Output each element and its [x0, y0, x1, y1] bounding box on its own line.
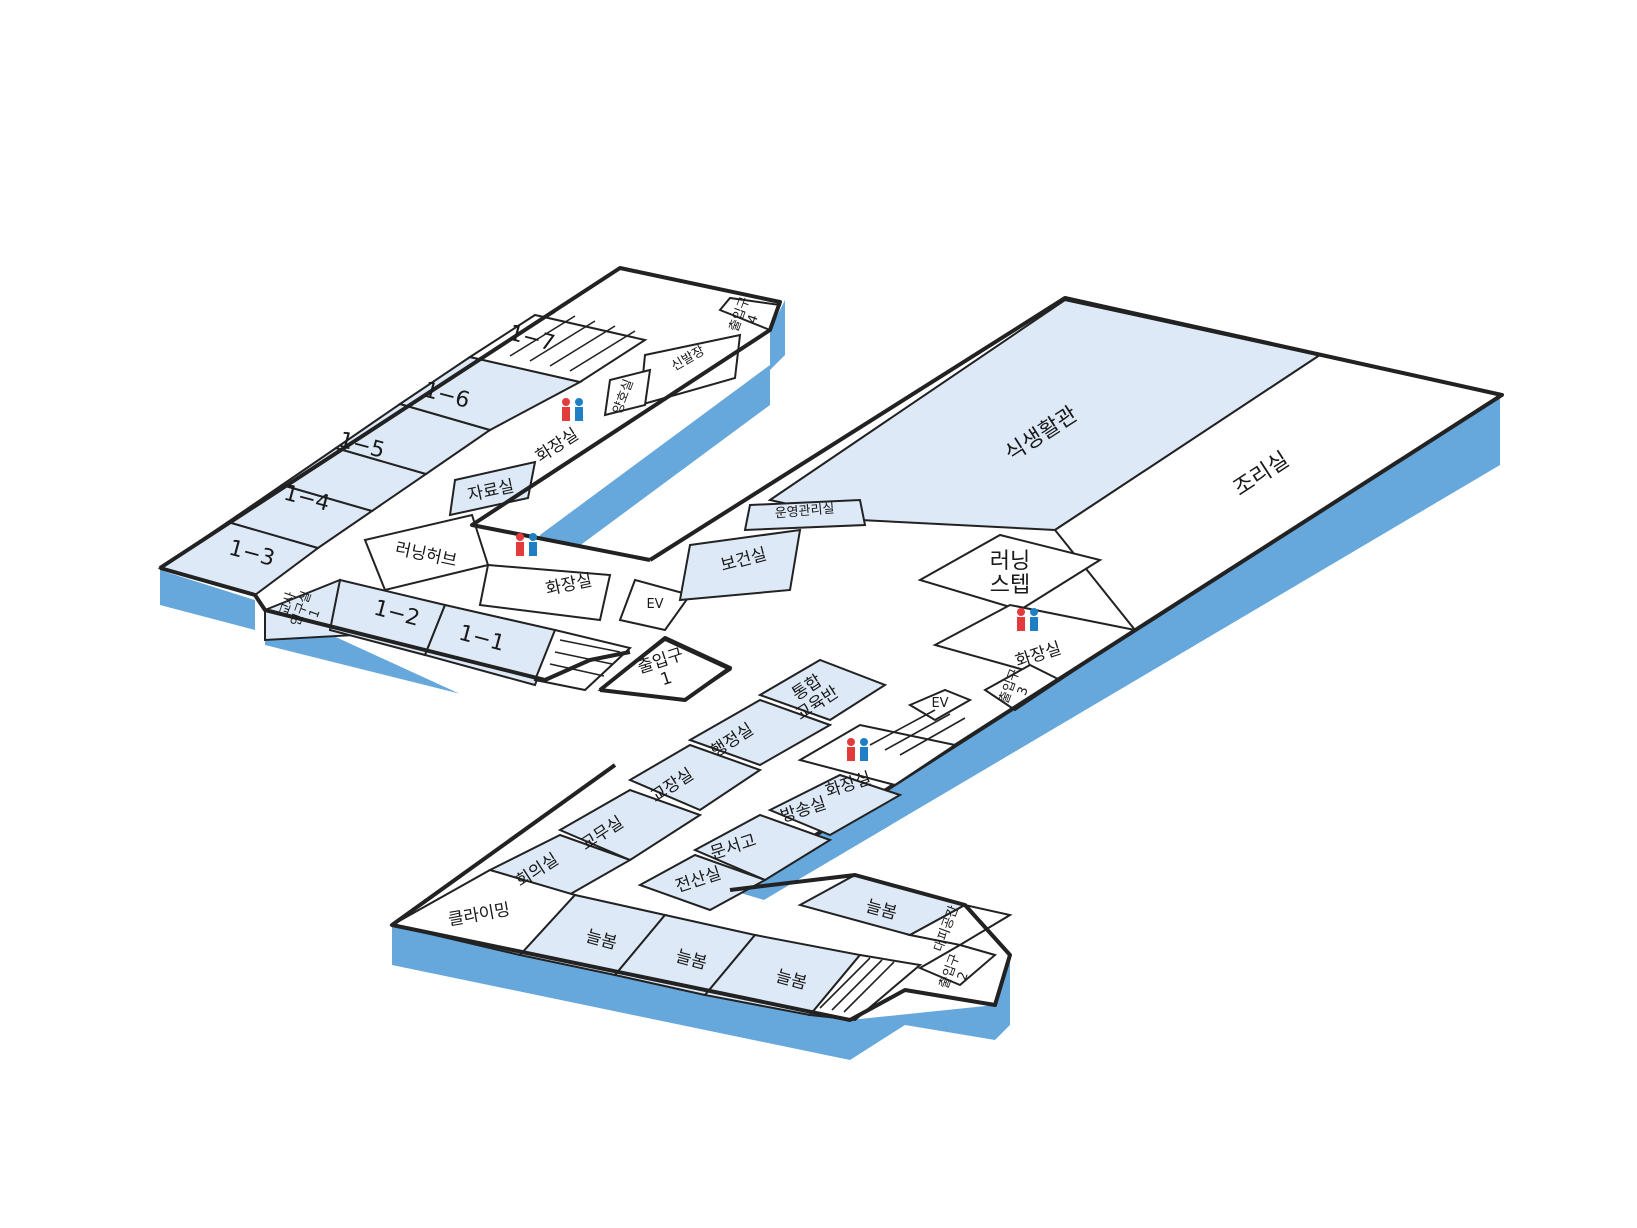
nursing-room	[603, 368, 652, 417]
central-block	[648, 296, 1504, 892]
west-wing	[157, 266, 782, 692]
label-ops: 운영관리실	[774, 501, 835, 521]
ev-west	[618, 578, 692, 632]
restroom-icon	[516, 533, 537, 556]
restroom-west	[478, 563, 612, 622]
restroom-icon	[562, 398, 583, 421]
restroom-south	[797, 723, 958, 787]
restroom-icon	[847, 738, 868, 761]
health-room	[678, 528, 802, 602]
integrated-edu	[757, 658, 888, 722]
principal-office	[627, 743, 763, 812]
archive-room	[692, 813, 833, 882]
classroom-1-1	[423, 603, 557, 687]
stairs-icon	[489, 311, 636, 677]
south-wing	[389, 658, 1013, 1022]
server-room	[637, 853, 768, 912]
admin-office	[687, 698, 833, 767]
shelter-room	[907, 903, 1013, 947]
ops-office	[743, 498, 867, 532]
label-ev-south: EV	[931, 696, 948, 711]
data-room	[448, 460, 537, 517]
label-ev-west: EV	[646, 597, 663, 612]
entrance-1-block	[597, 636, 733, 702]
staff-room	[557, 788, 703, 862]
label-teacher-room: 교사연구실1	[275, 584, 328, 633]
broadcast-room	[767, 773, 903, 837]
stairs-icon	[819, 709, 966, 1013]
learning-step	[917, 533, 1103, 612]
stairs-west-north	[467, 313, 648, 384]
restroom-icon	[1017, 608, 1038, 631]
entrance-2	[917, 943, 998, 987]
